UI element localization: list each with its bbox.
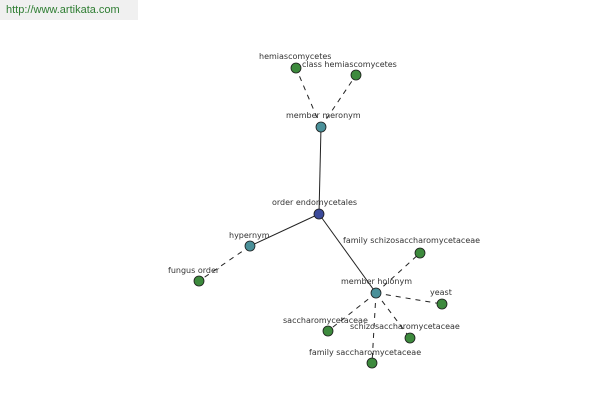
url-banner[interactable]: http://www.artikata.com [0,0,138,20]
edge-member-holonym-to-saccharomycetaceae [327,292,377,332]
node-label-yeast[interactable]: yeast [430,288,452,297]
node-label-fungus-order[interactable]: fungus order [168,266,220,275]
node-marker-class-hemiascomycetes[interactable] [350,69,362,81]
edge-root-to-member-holonym [318,213,377,294]
node-label-member-holonym[interactable]: member holonym [341,277,412,286]
node-marker-member-meronym[interactable] [315,121,327,133]
node-label-member-meronym[interactable]: member meronym [286,111,361,120]
node-label-class-hemiascomycetes[interactable]: class hemiascomycetes [302,60,397,69]
node-label-saccharomycetaceae[interactable]: saccharomycetaceae [283,316,368,325]
node-fungus-order[interactable]: fungus order [168,266,220,287]
edges-layer [198,67,443,364]
edge-member-meronym-to-class-hemiascomycetes [320,74,357,128]
node-marker-family-schizosaccharomycetaceae[interactable] [414,247,426,259]
node-marker-saccharomycetaceae[interactable] [322,325,334,337]
node-label-hemiascomycetes[interactable]: hemiascomycetes [259,52,331,61]
edge-member-meronym-to-hemiascomycetes [295,67,322,128]
node-label-root[interactable]: order endomycetales [272,198,357,207]
node-member-holonym[interactable]: member holonym [341,277,412,299]
node-marker-hemiascomycetes[interactable] [290,62,302,74]
edge-root-to-member-meronym [318,126,322,215]
node-marker-fungus-order[interactable] [193,275,205,287]
edge-member-holonym-to-schizosaccharomycetaceae [375,292,411,339]
node-yeast[interactable]: yeast [430,288,452,310]
node-saccharomycetaceae[interactable]: saccharomycetaceae [283,316,368,337]
edge-root-to-hypernym [249,213,320,247]
node-label-schizosaccharomycetaceae[interactable]: schizosaccharomycetaceae [350,322,460,331]
node-label-family-saccharomycetaceae[interactable]: family saccharomycetaceae [309,348,421,357]
node-schizosaccharomycetaceae[interactable]: schizosaccharomycetaceae [350,322,460,344]
node-class-hemiascomycetes[interactable]: class hemiascomycetes [302,60,397,81]
edge-member-holonym-to-family-schizosaccharomycetaceae [375,252,421,294]
edge-hypernym-to-fungus-order [198,245,251,282]
node-hemiascomycetes[interactable]: hemiascomycetes [259,52,331,74]
node-marker-schizosaccharomycetaceae[interactable] [404,332,416,344]
node-label-hypernym[interactable]: hypernym [229,231,270,240]
node-marker-family-saccharomycetaceae[interactable] [366,357,378,369]
edge-member-holonym-to-yeast [375,292,443,305]
node-family-saccharomycetaceae[interactable]: family saccharomycetaceae [309,348,421,369]
node-marker-member-holonym[interactable] [370,287,382,299]
node-family-schizosaccharomycetaceae[interactable]: family schizosaccharomycetaceae [343,236,480,259]
edge-member-holonym-to-family-saccharomycetaceae [371,292,377,364]
node-root[interactable]: order endomycetales [272,198,357,220]
node-label-family-schizosaccharomycetaceae[interactable]: family schizosaccharomycetaceae [343,236,480,245]
node-member-meronym[interactable]: member meronym [286,111,361,133]
node-marker-root[interactable] [313,208,325,220]
node-marker-hypernym[interactable] [244,240,256,252]
nodes-layer: order endomycetales member meronym hemiasc… [168,52,480,369]
node-marker-yeast[interactable] [436,298,448,310]
node-hypernym[interactable]: hypernym [229,231,270,252]
